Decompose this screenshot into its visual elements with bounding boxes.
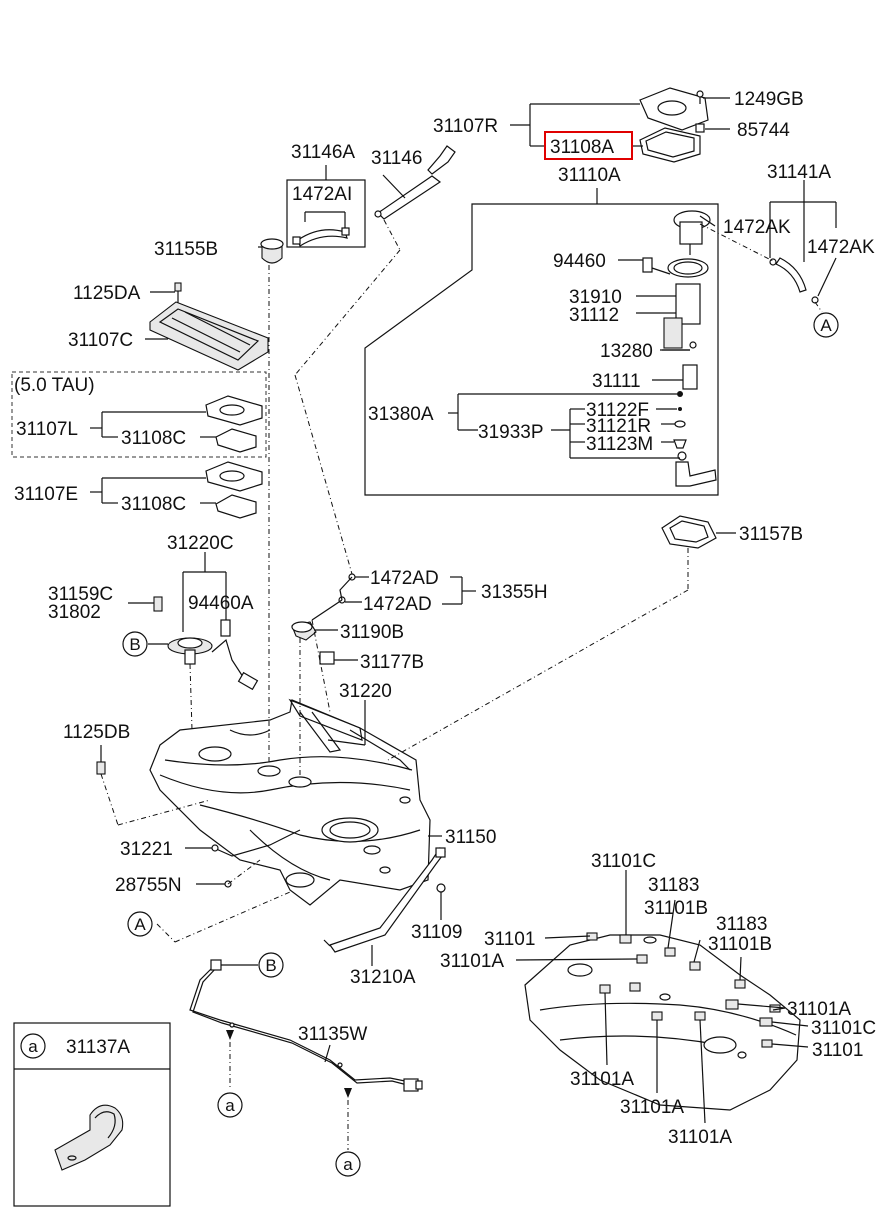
vent-hose xyxy=(297,229,348,247)
label-1125DB: 1125DB xyxy=(63,722,130,743)
heat-shield-31101 xyxy=(515,870,809,1124)
fuel-pump-plate xyxy=(639,87,709,131)
label-31101B-b: 31101B xyxy=(708,934,772,955)
label-31109: 31109 xyxy=(411,922,462,943)
label-31107E: 31107E xyxy=(14,484,78,505)
label-31221: 31221 xyxy=(120,839,173,860)
label-31111: 31111 xyxy=(592,371,641,392)
label-31380A: 31380A xyxy=(368,404,434,425)
label-31101A-bottom-2: 31101A xyxy=(620,1097,684,1118)
marker-A-pump: A xyxy=(820,316,832,335)
label-31141A: 31141A xyxy=(767,162,831,183)
label-31108C-a: 31108C xyxy=(121,428,186,449)
label-31101B-a: 31101B xyxy=(644,898,708,919)
label-31220: 31220 xyxy=(339,681,392,702)
marker-a-detail: a xyxy=(28,1037,38,1056)
tank-wire-clip-group xyxy=(96,745,301,888)
label-31183-b: 31183 xyxy=(716,914,767,935)
label-31802: 31802 xyxy=(48,602,101,623)
label-31101C-right: 31101C xyxy=(811,1018,876,1039)
label-31101-top: 31101 xyxy=(484,929,535,950)
label-31183-a: 31183 xyxy=(648,875,699,896)
label-31190B: 31190B xyxy=(340,622,404,643)
label-31101A-bottom-1: 31101A xyxy=(570,1069,634,1090)
label-31112: 31112 xyxy=(569,305,619,326)
label-1472AD-b: 1472AD xyxy=(363,594,432,615)
label-31135W: 31135W xyxy=(298,1024,367,1045)
label-31110A: 31110A xyxy=(558,165,621,186)
vent-tube-group xyxy=(699,180,837,313)
label-1472AK-a: 1472AK xyxy=(723,217,791,238)
label-31157B: 31157B xyxy=(739,524,803,545)
label-94460A: 94460A xyxy=(188,593,254,614)
label-1472AD-a: 1472AD xyxy=(370,568,439,589)
fuel-pump-cover-group xyxy=(510,87,730,163)
label-31123M: 31123M xyxy=(586,434,653,455)
marker-a-left: a xyxy=(225,1096,235,1115)
label-31150: 31150 xyxy=(445,827,496,848)
label-31159C: 31159C xyxy=(48,584,113,605)
marker-B-wiring: B xyxy=(265,956,276,975)
wiring-harness-31135W xyxy=(189,959,423,1150)
reference-markers: A A B B a a a xyxy=(20,312,839,1177)
label-31177B: 31177B xyxy=(360,652,424,673)
label-85744: 85744 xyxy=(737,120,790,141)
label-31146A: 31146A xyxy=(291,142,355,163)
label-31121R: 31121R xyxy=(586,416,651,437)
fuel-pump-module-box xyxy=(364,188,719,496)
label-31108C-b: 31108C xyxy=(121,494,186,515)
label-31101C-top: 31101C xyxy=(591,851,656,872)
cover-plate-group xyxy=(145,282,269,371)
label-31101A-bottom-3: 31101A xyxy=(668,1127,732,1148)
label-31122F: 31122F xyxy=(586,400,649,421)
tau-variant-group xyxy=(11,371,267,458)
label-1472AI: 1472AI xyxy=(292,184,352,205)
breather-hose xyxy=(377,175,442,220)
label-31210A: 31210A xyxy=(350,967,416,988)
reference-dashed-lines xyxy=(100,219,689,943)
highlight-box-31108A xyxy=(544,131,633,160)
label-31101-right: 31101 xyxy=(812,1040,863,1061)
label-31137A: 31137A xyxy=(66,1037,130,1058)
label-31220C: 31220C xyxy=(167,533,234,554)
label-31107R: 31107R xyxy=(433,116,498,137)
marker-B-sender: B xyxy=(129,635,140,654)
detail-box-31137A xyxy=(13,1022,171,1207)
vent-hose-group xyxy=(258,145,456,264)
label-31107C: 31107C xyxy=(68,330,133,351)
label-31146: 31146 xyxy=(371,148,422,169)
label-31933P: 31933P xyxy=(478,422,544,443)
label-1249GB: 1249GB xyxy=(734,89,804,110)
marker-a-right: a xyxy=(343,1155,353,1174)
label-1472AK-b: 1472AK xyxy=(807,237,875,258)
label-13280: 13280 xyxy=(600,341,653,362)
label-31101A-right: 31101A xyxy=(787,999,851,1020)
label-94460: 94460 xyxy=(553,251,606,272)
label-28755N: 28755N xyxy=(115,875,182,896)
label-31355H: 31355H xyxy=(481,582,548,603)
part-labels: 1249GB 31107R 85744 31108A 31146A 31146 … xyxy=(14,89,876,1148)
plate-31107E-group xyxy=(90,461,263,519)
label-1125DA: 1125DA xyxy=(73,283,141,304)
label-31101A-left: 31101A xyxy=(440,951,504,972)
sender-unit-group xyxy=(128,552,259,691)
label-31155B: 31155B xyxy=(154,239,218,260)
label-31910: 31910 xyxy=(569,287,622,308)
label-31107L: 31107L xyxy=(16,419,78,440)
label-31108A: 31108A xyxy=(550,137,614,158)
fuel-tank-31150 xyxy=(149,698,442,906)
tank-strap xyxy=(323,847,446,966)
marker-A-tank: A xyxy=(134,915,146,934)
label-5-0-tau: (5.0 TAU) xyxy=(14,375,95,396)
gasket-31157B xyxy=(661,515,736,549)
hose-clamp-group xyxy=(291,573,476,665)
